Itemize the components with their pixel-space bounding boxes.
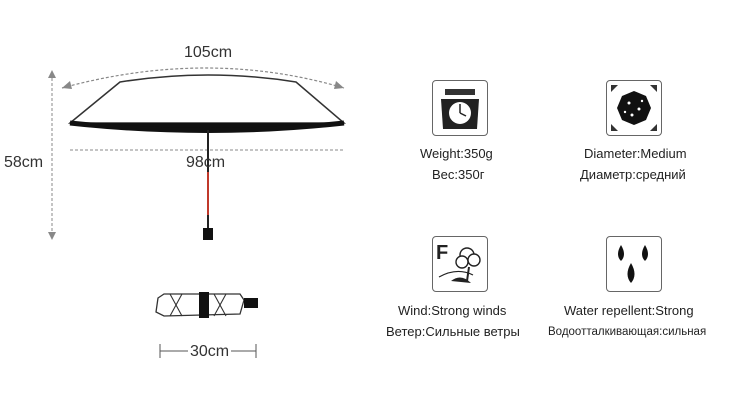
water-ru: Водоотталкивающая:сильная (548, 326, 707, 338)
water-drops-icon (606, 236, 662, 292)
wind-en: Wind:Strong winds (398, 303, 507, 318)
folded-umbrella (155, 292, 258, 318)
wind-tree-icon: F (432, 236, 488, 292)
svg-text:F: F (436, 242, 448, 264)
folded-length-label: 30cm (188, 343, 232, 361)
umbrella-diagram (48, 67, 347, 358)
umbrella-canopy (67, 74, 347, 124)
water-en: Water repellent:Strong (564, 303, 694, 318)
top-width-label: 105cm (182, 44, 235, 62)
weight-en: Weight:350g (420, 146, 493, 161)
scale-icon (432, 80, 488, 136)
wind-ru: Ветер:Сильные ветры (386, 324, 520, 339)
diameter-ru: Диаметр:средний (580, 167, 686, 182)
top-arc-dimension (61, 67, 345, 89)
umbrella-diameter-icon (606, 80, 662, 136)
diameter-label: 98cm (186, 154, 226, 171)
height-label: 58cm (4, 154, 44, 172)
umbrella-handle (203, 228, 213, 240)
weight-ru: Вес:350г (432, 167, 485, 182)
diameter-en: Diameter:Medium (584, 146, 687, 161)
